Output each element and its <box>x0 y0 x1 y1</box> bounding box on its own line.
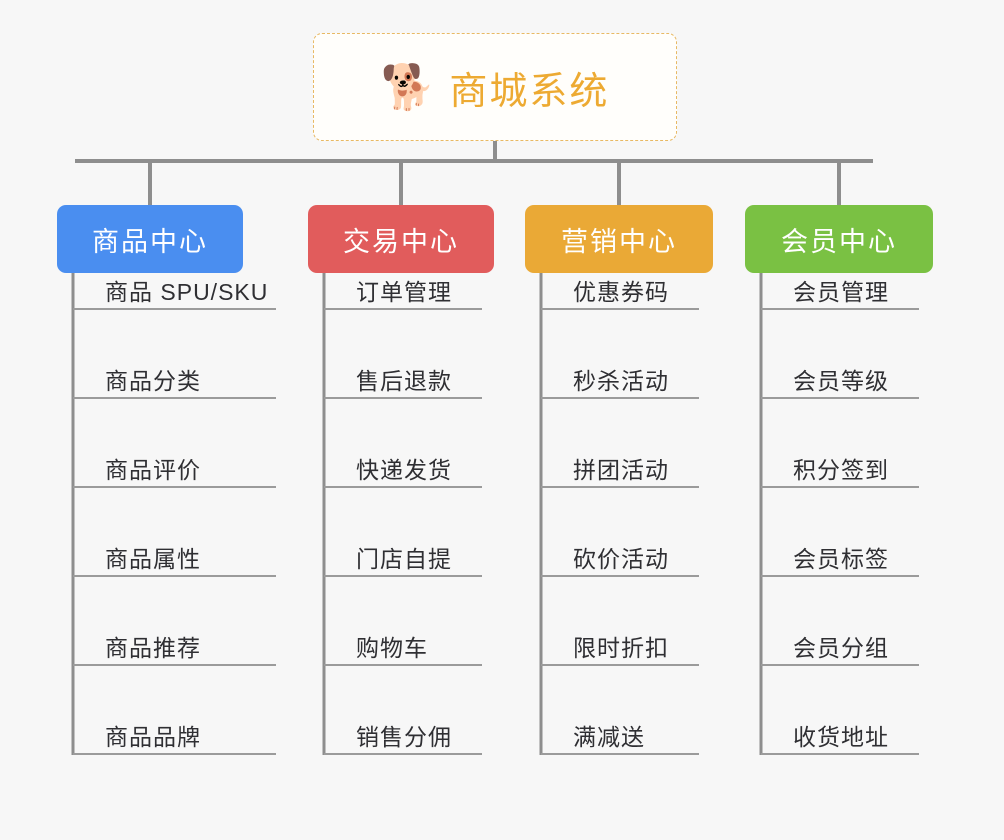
leaf-item[interactable]: 购物车 <box>324 620 482 666</box>
leaf-item-label: 砍价活动 <box>573 546 669 572</box>
leaf-item[interactable]: 会员分组 <box>761 620 919 666</box>
leaf-item[interactable]: 会员等级 <box>761 353 919 399</box>
leaf-item[interactable]: 快递发货 <box>324 442 482 488</box>
leaf-item[interactable]: 门店自提 <box>324 531 482 577</box>
leaf-item-label: 售后退款 <box>356 368 452 394</box>
leaf-item[interactable]: 会员标签 <box>761 531 919 577</box>
leaf-item[interactable]: 商品推荐 <box>73 620 276 666</box>
leaf-item-label: 满减送 <box>573 724 645 750</box>
leaf-item-label: 拼团活动 <box>573 457 669 483</box>
category-header-label: 营销中心 <box>561 226 677 257</box>
leaf-item[interactable]: 拼团活动 <box>541 442 699 488</box>
leaf-item[interactable]: 商品评价 <box>73 442 276 488</box>
category-header-label: 交易中心 <box>343 226 459 257</box>
leaf-item-label: 限时折扣 <box>573 635 669 661</box>
leaf-item-label: 商品属性 <box>105 546 201 572</box>
leaf-item-label: 会员管理 <box>793 279 889 305</box>
leaf-item[interactable]: 商品属性 <box>73 531 276 577</box>
leaf-item-label: 商品分类 <box>105 368 201 394</box>
leaf-item-label: 购物车 <box>356 635 428 661</box>
leaf-item[interactable]: 商品分类 <box>73 353 276 399</box>
leaf-item-label: 商品品牌 <box>105 724 201 750</box>
leaf-item-label: 商品评价 <box>105 457 201 483</box>
leaf-item[interactable]: 销售分佣 <box>324 709 482 755</box>
leaf-item-label: 会员标签 <box>793 546 889 572</box>
category-header-1[interactable]: 商品中心 <box>57 205 243 273</box>
leaf-item-label: 商品推荐 <box>105 635 201 661</box>
leaf-item-label: 门店自提 <box>356 546 452 572</box>
leaf-item[interactable]: 商品品牌 <box>73 709 276 755</box>
leaf-item-label: 优惠券码 <box>573 279 669 305</box>
category-header-2[interactable]: 交易中心 <box>308 205 494 273</box>
leaf-item-label: 销售分佣 <box>356 724 452 750</box>
leaf-item-label: 秒杀活动 <box>573 368 669 394</box>
category-header-label: 会员中心 <box>781 226 897 257</box>
leaf-item[interactable]: 会员管理 <box>761 264 919 310</box>
leaf-item[interactable]: 商品 SPU/SKU <box>73 264 276 310</box>
leaf-item-label: 积分签到 <box>793 457 889 483</box>
root-node-title: 商城系统 <box>449 70 610 113</box>
category-header-4[interactable]: 会员中心 <box>745 205 933 273</box>
leaf-item[interactable]: 积分签到 <box>761 442 919 488</box>
leaf-item-label: 会员分组 <box>793 635 889 661</box>
leaf-item[interactable]: 售后退款 <box>324 353 482 399</box>
leaf-item-label: 快递发货 <box>356 457 452 483</box>
leaf-item-label: 收货地址 <box>793 724 889 750</box>
leaf-item[interactable]: 满减送 <box>541 709 699 755</box>
root-node-mall-system[interactable]: 🐕 商城系统 <box>313 33 677 141</box>
leaf-item[interactable]: 限时折扣 <box>541 620 699 666</box>
leaf-item[interactable]: 收货地址 <box>761 709 919 755</box>
leaf-item[interactable]: 砍价活动 <box>541 531 699 577</box>
category-header-label: 商品中心 <box>92 226 208 257</box>
leaf-item-label: 订单管理 <box>356 279 452 305</box>
shiba-dog-face-icon: 🐕 <box>380 63 436 112</box>
leaf-item[interactable]: 订单管理 <box>324 264 482 310</box>
category-header-3[interactable]: 营销中心 <box>525 205 713 273</box>
leaf-item-label: 商品 SPU/SKU <box>105 279 269 305</box>
leaf-item[interactable]: 优惠券码 <box>541 264 699 310</box>
leaf-item[interactable]: 秒杀活动 <box>541 353 699 399</box>
leaf-item-label: 会员等级 <box>793 368 889 394</box>
